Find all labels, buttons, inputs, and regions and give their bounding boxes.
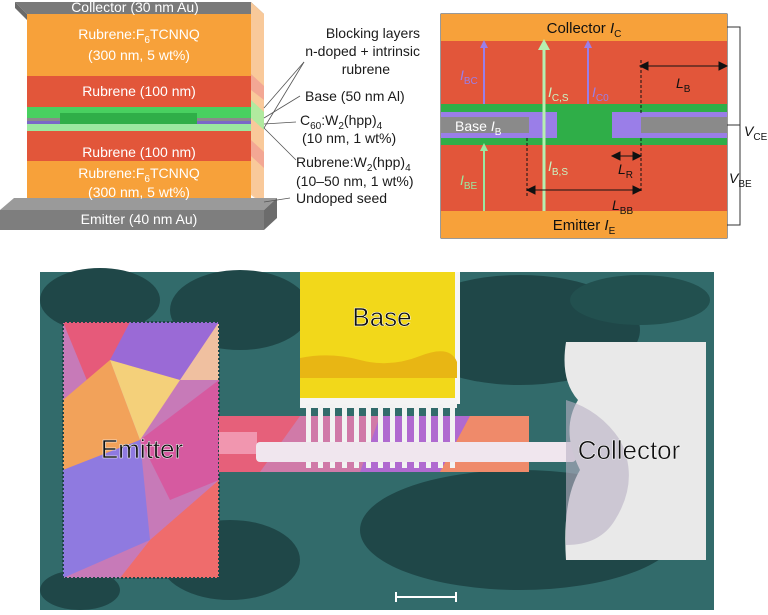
base-annotation: Base (50 nm Al) [305, 88, 405, 104]
vce-bracket [727, 26, 741, 226]
top-doped-detail: (300 nm, 5 wt%) [88, 47, 190, 63]
stack-annotations: Blocking layers n-doped + intrinsic rubr… [296, 25, 420, 206]
schematic-base-label: Base IB [455, 118, 502, 138]
top-rubrene-label: Rubrene (100 nm) [82, 83, 196, 99]
ic0-label: IC0 [592, 84, 609, 104]
schematic-emitter-label: Emitter IE [553, 217, 616, 237]
blocking-label-2: n-doped + intrinsic [305, 43, 420, 59]
undoped-annotation: Undoped seed [296, 190, 387, 206]
ibe-label: IBE [460, 172, 478, 192]
schematic-collector-label: Collector IC [547, 20, 622, 40]
bottom-rubrene-label: Rubrene (100 nm) [82, 144, 196, 160]
collector-photo-label: Collector [578, 435, 681, 465]
scale-bar [395, 592, 457, 602]
rubrene-w2-annotation: Rubrene:W2(hpp)4 [296, 154, 411, 174]
emitter-layer-label: Emitter (40 nm Au) [81, 211, 198, 227]
layer-stack-diagram: Collector (30 nm Au) Rubrene:F6TCNNQ (30… [0, 0, 277, 230]
bottom-rubrene-layer [27, 131, 251, 161]
bottom-doped-detail: (300 nm, 5 wt%) [88, 184, 190, 200]
bottom-doped-layer [27, 161, 251, 201]
schematic-emitter [441, 211, 727, 238]
vce-label: VCE [744, 123, 768, 143]
emitter-photo-label: Emitter [101, 434, 184, 464]
rubrene-w2-detail: (10–50 nm, 1 wt%) [296, 173, 414, 189]
vbe-label: VBE [729, 170, 752, 190]
base-fingers [306, 404, 455, 468]
lbb-label: LBB [612, 197, 633, 217]
annotation-leaders [263, 61, 305, 203]
top-rubrene-layer [27, 76, 251, 107]
lr-label: LR [618, 161, 633, 181]
device-micrograph: Base Emitter Collector [40, 268, 714, 610]
collector-label: Collector (30 nm Au) [71, 0, 199, 15]
base-photo-label: Base [352, 302, 411, 332]
blocking-label-1: Blocking layers [326, 25, 420, 41]
schematic-collector [441, 14, 727, 41]
top-doped-label: Rubrene:F6TCNNQ [78, 26, 200, 46]
c60-detail: (10 nm, 1 wt%) [302, 130, 396, 146]
top-doped-layer [27, 14, 251, 76]
lb-label: LB [676, 75, 691, 95]
ibc-label: IBC [460, 67, 478, 87]
ics-label: IC,S [548, 84, 569, 104]
ibs-label: IB,S [548, 158, 568, 178]
c60-annotation: C60:W2(hpp)4 [300, 112, 383, 132]
base-electrode [300, 272, 457, 404]
blocking-label-3: rubrene [342, 61, 390, 77]
collector-feed [256, 442, 576, 462]
collector-layer [15, 2, 264, 14]
current-schematic: Collector IC Emitter IE Base IB IBC IC,S… [440, 13, 768, 239]
bottom-doped-label: Rubrene:F6TCNNQ [78, 165, 200, 185]
